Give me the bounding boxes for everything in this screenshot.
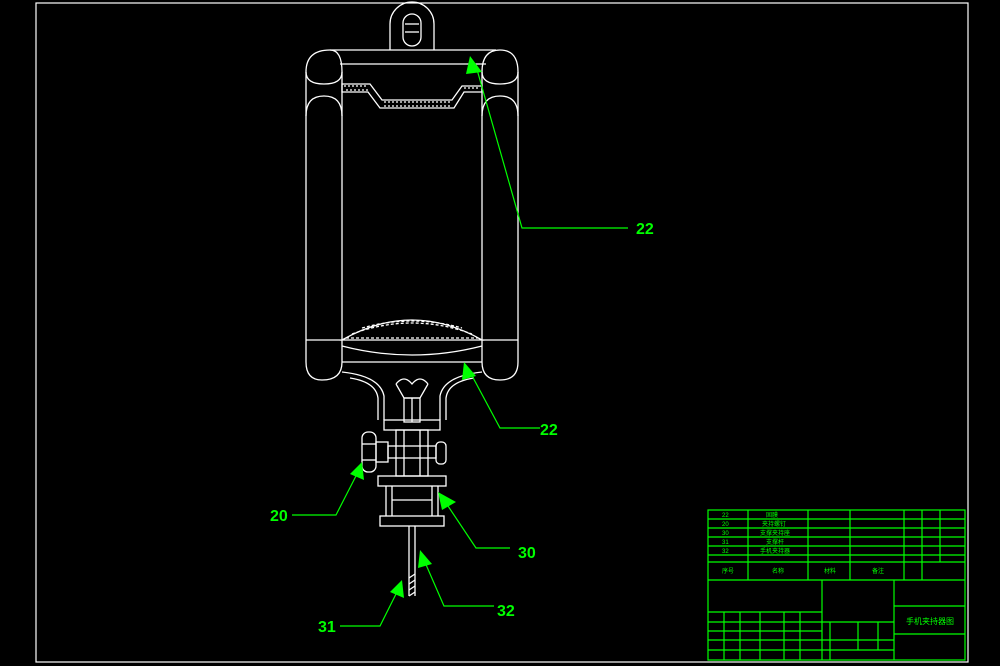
- arrowhead-32: [418, 550, 432, 568]
- arrowhead-31: [390, 580, 404, 598]
- left-column-upper-arc: [305, 95, 343, 117]
- leader-22-top: [475, 65, 628, 229]
- right-column-upper-arc: [481, 95, 519, 117]
- drawing-title: 手机夹持器图: [906, 616, 954, 626]
- parts-row-2-name: 夹持螺钉: [762, 520, 786, 528]
- arrowhead-30: [438, 492, 456, 510]
- bottom-pad-hatching: [346, 320, 478, 339]
- parts-row-5-no: 32: [722, 549, 729, 555]
- left-bracket-arm: [341, 371, 385, 420]
- leader-22-bottom: [469, 371, 540, 429]
- hanging-tab: [389, 1, 435, 50]
- leader-32: [423, 559, 494, 607]
- drawing-border: [35, 2, 969, 663]
- right-bracket-arm-inner: [445, 377, 475, 420]
- parts-row-3-no: 30: [722, 531, 729, 537]
- scale-grid: [822, 580, 895, 660]
- parts-row-1-name: 固膜: [766, 511, 778, 519]
- arrowhead-22-top: [466, 56, 482, 74]
- parts-row-4-no: 31: [722, 540, 729, 546]
- left-column-top-cap: [305, 71, 343, 85]
- callout-31: 31: [318, 619, 336, 636]
- signature-grid: [708, 580, 823, 660]
- knob-grip: [361, 431, 377, 473]
- rod-thread: [408, 573, 416, 597]
- callout-22-top: 22: [636, 221, 654, 238]
- header-material: 材料: [824, 567, 836, 575]
- spring-clip-top: [395, 378, 429, 386]
- seat-base-plate: [379, 515, 445, 527]
- top-pad-hatching: [344, 85, 480, 107]
- leader-20: [292, 471, 359, 516]
- arrowhead-22-bottom: [462, 362, 476, 380]
- callout-20: 20: [270, 508, 288, 525]
- bottom-pad-lip: [341, 345, 483, 356]
- title-block-frame: [707, 509, 966, 661]
- right-column-top-cap: [481, 71, 519, 85]
- leader-31: [340, 589, 399, 627]
- header-remark: 备注: [872, 567, 884, 575]
- arrowhead-20: [350, 462, 364, 480]
- parts-row-1-no: 22: [722, 513, 729, 519]
- parts-list-grid: [708, 510, 965, 581]
- callout-32: 32: [497, 603, 515, 620]
- top-clamp-pad: [341, 83, 483, 109]
- knob-shaft: [375, 441, 389, 463]
- knob-end-cap: [435, 441, 447, 465]
- callout-leaders: [292, 56, 628, 627]
- bottom-clamp-pad: [339, 319, 485, 341]
- parts-row-4-name: 支撑杆: [766, 538, 784, 546]
- parts-row-2-no: 20: [722, 522, 729, 528]
- seat-top-flange: [377, 475, 447, 487]
- joint-nut: [387, 445, 437, 459]
- leader-30: [443, 499, 510, 549]
- right-column: [481, 49, 519, 381]
- joint-block: [395, 429, 429, 477]
- spring-clip-body: [395, 383, 429, 399]
- title-block: 22 固膜 20 夹持螺钉 30 支撑夹持座 31 支撑杆 32 手机夹持器 序…: [707, 509, 966, 661]
- right-bracket-arm: [439, 371, 483, 420]
- left-bracket-arm-inner: [349, 377, 379, 420]
- header-name: 名称: [772, 567, 784, 575]
- parts-row-3-name: 支撑夹持座: [760, 529, 790, 537]
- callout-30: 30: [518, 545, 536, 562]
- parts-row-5-name: 手机夹持器: [760, 547, 790, 555]
- callout-numbers: 22 22 20 30 31 32: [270, 221, 654, 636]
- hanging-slot: [402, 13, 422, 47]
- callout-22-bottom: 22: [540, 422, 558, 439]
- phone-holder-assembly: [305, 1, 519, 597]
- header-no: 序号: [722, 567, 734, 575]
